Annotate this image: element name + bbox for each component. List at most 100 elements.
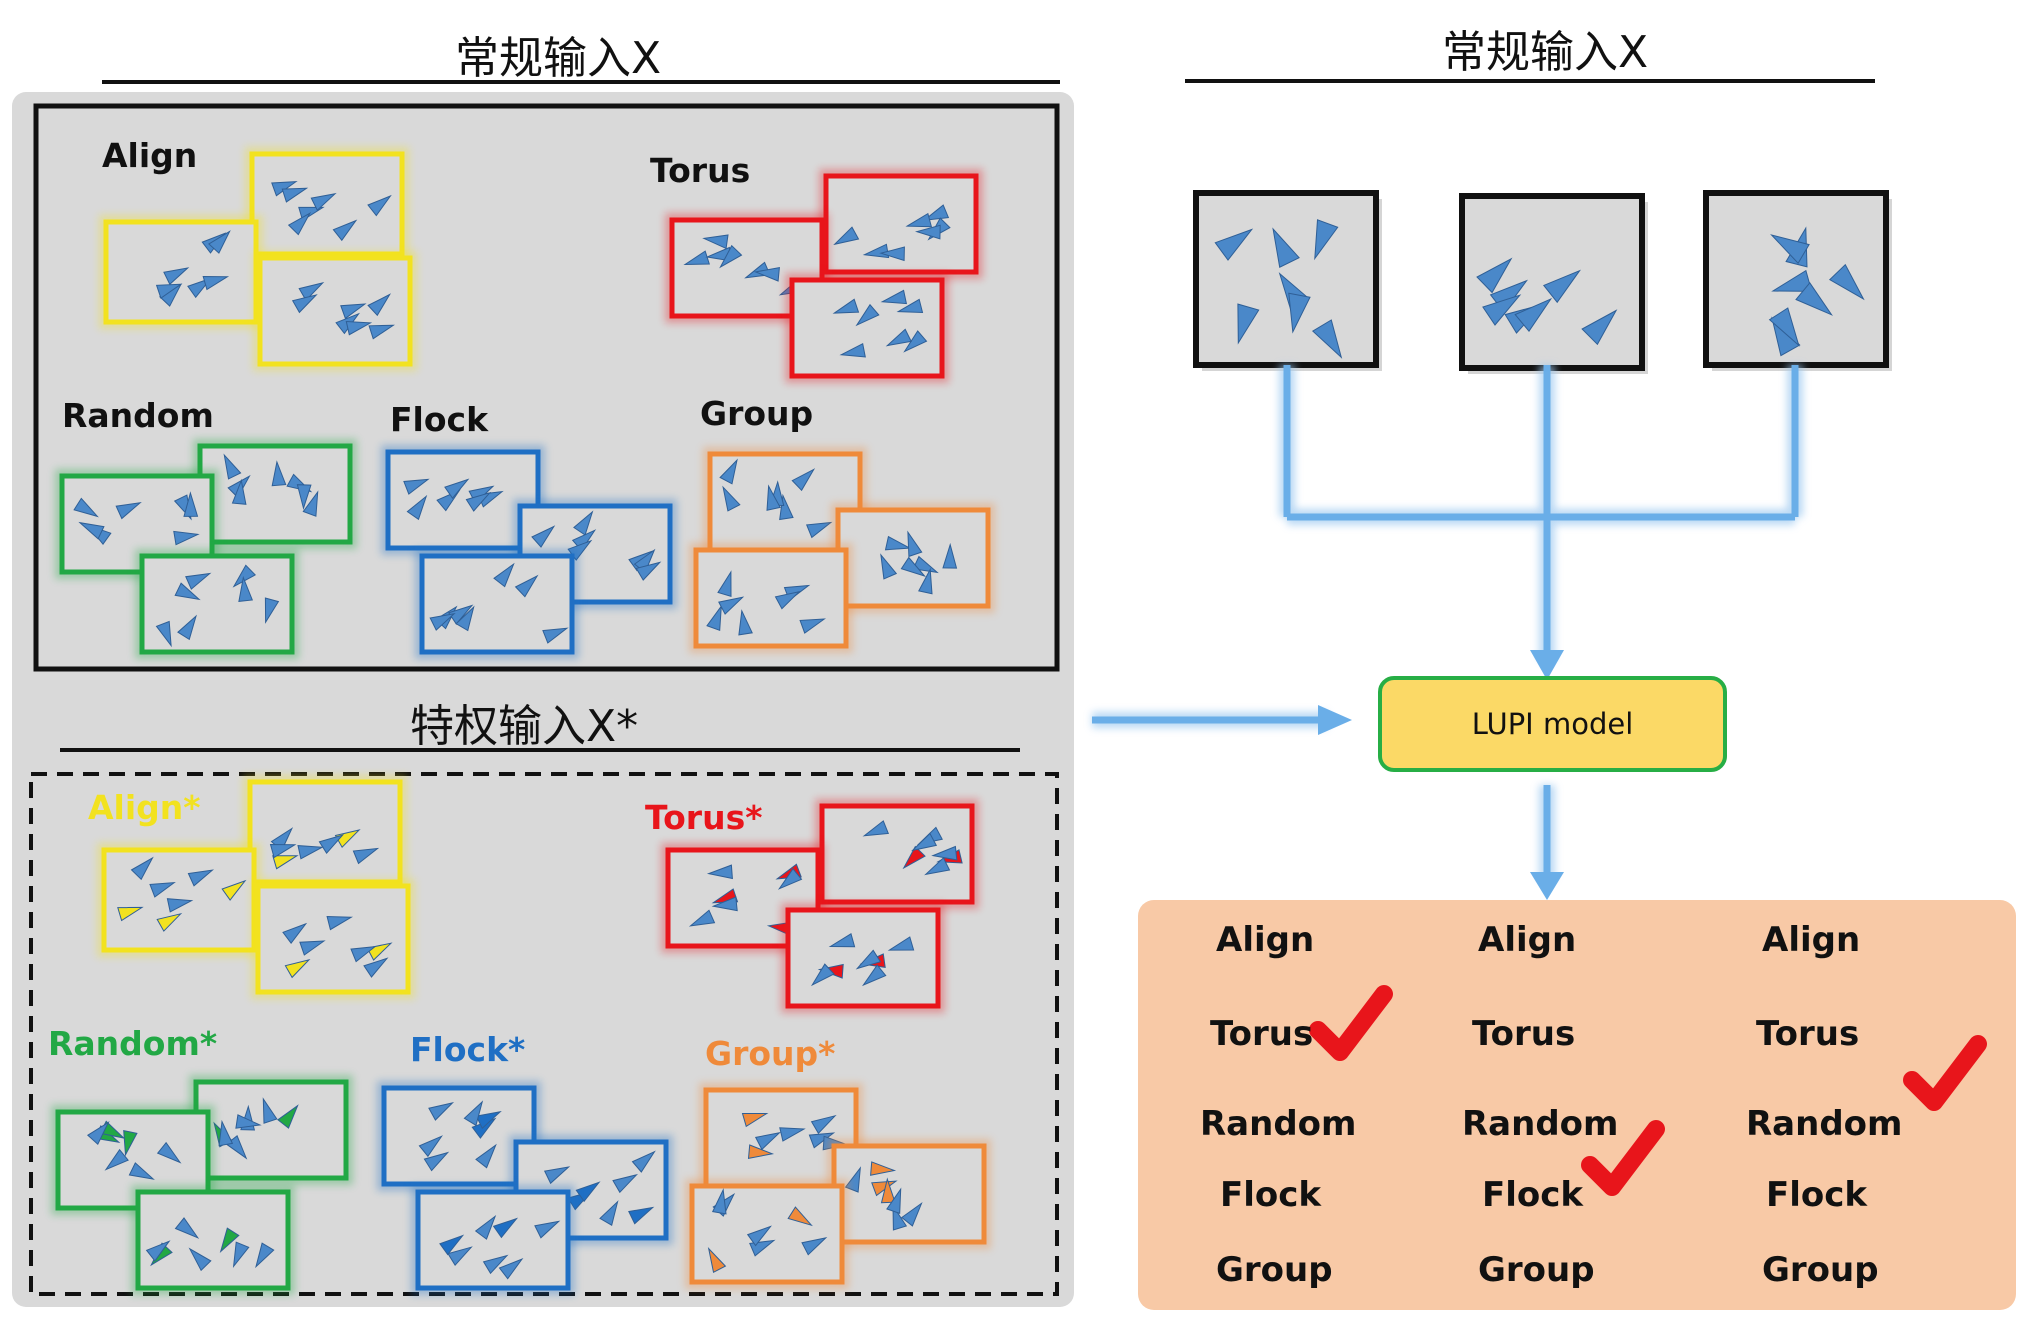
triangle-agent-icon [886,1187,902,1214]
triangle-agent-icon [880,553,898,580]
triangle-agent-icon [428,1102,455,1121]
triangle-agent-icon [498,1258,524,1280]
result-label-align: Align [1762,920,1861,960]
sample-panel [189,1075,353,1185]
checkmark-icon [1581,1120,1665,1196]
triangle-agent-icon [115,501,142,520]
result-label-flock: Flock [1220,1175,1322,1215]
triangle-agent-icon [912,555,939,574]
triangle-agent-icon [711,1188,727,1215]
triangle-agent-icon [302,490,319,517]
triangle-agent-icon [173,530,200,546]
triangle-agent-icon [718,596,745,615]
regular-input-title-left: 常规输入X [455,33,662,84]
triangle-agent-icon [1770,234,1810,265]
result-label-flock: Flock [1482,1175,1584,1215]
triangle-agent-icon [238,575,254,602]
arrow-icon [1530,872,1564,900]
triangle-agent-icon [599,1200,619,1226]
sample-panel [381,445,545,555]
sample-panel [131,1185,295,1295]
triangle-agent-icon [298,282,325,302]
triangle-agent-icon [363,957,389,978]
label-align: Align [102,136,198,175]
triangle-agent-icon [271,460,287,487]
result-label-flock: Flock [1766,1175,1868,1215]
triangle-agent-icon [799,618,826,634]
triangle-agent-icon [262,1097,278,1124]
sample-panel [245,147,409,261]
triangle-agent-icon [231,478,247,505]
triangle-agent-icon [870,1161,897,1176]
result-label-random: Random [1462,1104,1619,1144]
triangle-agent-icon [475,1143,497,1169]
sample-panel [411,1185,575,1295]
triangle-agent-icon [688,909,716,927]
privileged-clusters [51,775,991,1295]
triangle-agent-icon [766,484,781,511]
triangle-agent-icon [1311,319,1343,359]
triangle-agent-icon [741,1113,769,1128]
triangle-agent-icon [297,845,324,860]
triangle-agent-icon [1476,257,1513,294]
privileged-input-title: 特权输入X* [410,701,639,752]
triangle-agent-icon [465,491,492,512]
triangle-agent-icon [907,530,923,558]
triangle-agent-icon [296,484,312,510]
label-random-star: Random* [48,1024,218,1063]
triangle-agent-icon [777,867,803,890]
triangle-agent-icon [905,212,933,228]
sample-panel [243,775,407,889]
triangle-agent-icon [885,328,912,347]
label-group: Group [700,394,814,433]
lupi-model-box: LUPI model [1378,676,1727,772]
lupi-model-label: LUPI model [1471,707,1634,741]
triangle-agent-icon [862,964,887,987]
triangle-agent-icon [187,869,215,887]
triangle-agent-icon [900,1201,923,1227]
triangle-agent-icon [155,620,172,648]
triangle-agent-icon [844,1166,861,1193]
triangle-agent-icon [174,1217,200,1239]
triangle-agent-icon [439,1234,465,1256]
sample-panel [97,843,261,957]
triangle-agent-icon [444,478,470,500]
triangle-agent-icon [706,864,733,880]
checkmarks [1309,985,1987,1196]
sample-panel [685,1179,849,1289]
triangle-agent-icon [277,1104,299,1129]
triangle-agent-icon [514,574,539,598]
sample-panel [253,251,417,371]
triangle-agent-icon [754,1131,782,1151]
label-torus-star: Torus* [645,798,763,837]
triangle-agent-icon [264,597,280,624]
label-flock: Flock [390,400,489,439]
triangle-agent-icon [73,497,99,518]
triangle-agent-icon [493,562,515,588]
triangle-agent-icon [291,294,318,314]
sample-panel [135,549,299,659]
triangle-agent-icon [887,936,915,951]
triangle-agent-icon [367,293,392,317]
triangle-agent-icon [707,1247,727,1274]
checkmark-icon [1309,985,1393,1061]
triangle-agent-icon [269,843,297,859]
sample-panel [703,447,867,557]
triangle-agent-icon [86,1121,110,1146]
triangle-agent-icon [188,1247,212,1272]
triangle-agent-icon [463,1100,484,1127]
sample-panel [251,879,415,999]
triangle-agent-icon [183,491,199,517]
triangle-agent-icon [862,820,890,837]
triangle-agent-icon [719,244,743,269]
triangle-agent-icon [832,298,860,314]
triangle-agent-icon [318,834,345,855]
triangle-agent-icon [787,1206,813,1227]
triangle-agent-icon [78,521,105,540]
triangle-agent-icon [492,1217,519,1239]
triangle-agent-icon [219,1227,240,1254]
triangle-agent-icon [738,609,753,636]
triangle-agent-icon [833,226,860,246]
triangle-agent-icon [156,1141,182,1164]
